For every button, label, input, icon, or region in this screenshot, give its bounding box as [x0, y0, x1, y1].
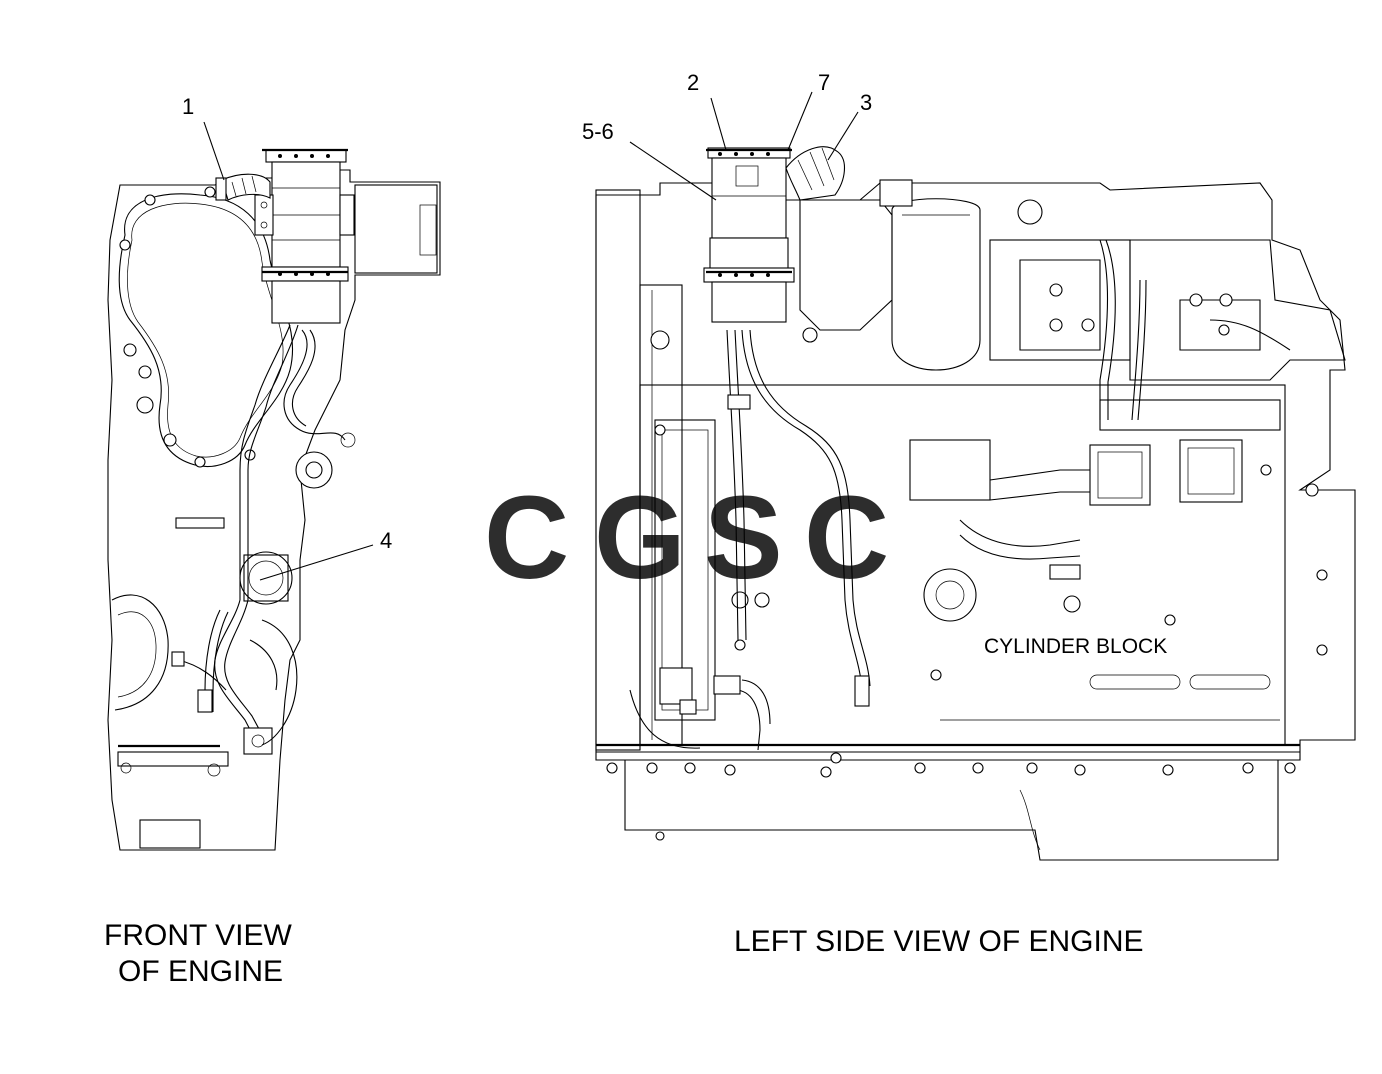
callout-2-label: 2 — [687, 70, 699, 95]
cylinder-block-label: CYLINDER BLOCK — [984, 635, 1167, 658]
callout-2: 2 — [687, 70, 727, 151]
left-side-view-drawing — [595, 146, 1356, 861]
callout-7-label: 7 — [818, 70, 830, 95]
watermark-letter-c1: C — [484, 472, 569, 604]
callout-5-6: 5-6 — [582, 119, 717, 201]
callout-3-label: 3 — [860, 90, 872, 115]
left-side-view-caption: LEFT SIDE VIEW OF ENGINE — [734, 925, 1144, 958]
cgsc-watermark-logo: C G S C — [484, 472, 889, 604]
oil-pan-bolts — [606, 752, 1296, 841]
callout-4: 4 — [259, 528, 392, 581]
callout-3: 3 — [827, 90, 872, 161]
front-view-caption-line1: FRONT VIEW — [104, 919, 292, 952]
callout-7: 7 — [787, 70, 830, 151]
watermark-letter-g: G — [594, 472, 686, 604]
watermark-letter-s: S — [704, 472, 783, 604]
callout-5-6-label: 5-6 — [582, 119, 614, 144]
front-view-caption-line2: OF ENGINE — [118, 955, 283, 988]
front-view-drawing — [107, 148, 441, 851]
callout-1-label: 1 — [182, 94, 194, 119]
watermark-letter-c2: C — [804, 472, 889, 604]
callout-1: 1 — [182, 94, 225, 181]
callout-4-label: 4 — [380, 528, 392, 553]
